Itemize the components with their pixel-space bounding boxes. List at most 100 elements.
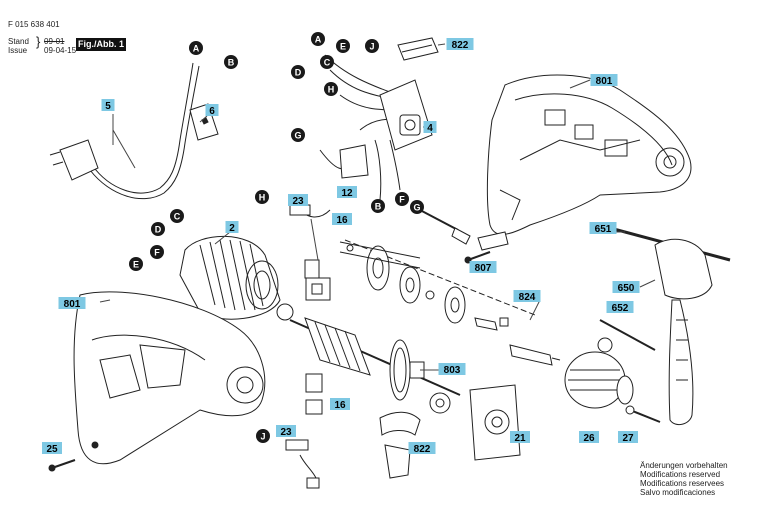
connector-marker-g: G bbox=[410, 200, 424, 214]
screws bbox=[48, 209, 509, 472]
part-label-822: 822 bbox=[446, 38, 474, 51]
part-label-651: 651 bbox=[589, 222, 617, 235]
svg-text:652: 652 bbox=[612, 303, 629, 314]
power-cord bbox=[49, 62, 219, 200]
connector-marker-d: D bbox=[291, 65, 305, 79]
svg-text:16: 16 bbox=[336, 215, 348, 226]
part-label-23: 23 bbox=[276, 425, 296, 438]
note-line-es: Salvo modificaciones bbox=[640, 488, 716, 497]
svg-text:4: 4 bbox=[427, 123, 433, 134]
svg-text:5: 5 bbox=[105, 101, 111, 112]
svg-text:801: 801 bbox=[64, 299, 81, 310]
part-label-16: 16 bbox=[332, 213, 352, 226]
aux-handle bbox=[609, 226, 731, 426]
connector-marker-e: E bbox=[336, 39, 350, 53]
doc-number: F 015 638 401 bbox=[8, 20, 60, 29]
svg-text:801: 801 bbox=[596, 76, 613, 87]
stand-date: 09-01 bbox=[44, 37, 65, 46]
svg-text:A: A bbox=[193, 44, 200, 54]
svg-text:G: G bbox=[413, 203, 420, 213]
connector-marker-h: H bbox=[324, 82, 338, 96]
connector-marker-j: J bbox=[256, 429, 270, 443]
svg-text:822: 822 bbox=[452, 40, 469, 51]
part-label-12: 12 bbox=[337, 186, 357, 199]
svg-text:D: D bbox=[295, 68, 302, 78]
svg-text:12: 12 bbox=[341, 188, 353, 199]
svg-text:6: 6 bbox=[209, 106, 215, 117]
brush-plate bbox=[379, 384, 521, 479]
svg-text:H: H bbox=[259, 193, 266, 203]
housing-half-left bbox=[73, 291, 266, 465]
svg-text:25: 25 bbox=[46, 444, 58, 455]
svg-text:E: E bbox=[133, 260, 139, 270]
stand-label: Stand bbox=[8, 37, 29, 46]
figure-label: Fig./Abb. 1 bbox=[76, 38, 126, 51]
brush-holders bbox=[285, 204, 331, 489]
svg-text:J: J bbox=[369, 42, 374, 52]
part-label-21: 21 bbox=[510, 431, 530, 444]
connector-marker-c: C bbox=[320, 55, 334, 69]
part-label-824: 824 bbox=[513, 290, 541, 303]
note-line-de: Änderungen vorbehalten bbox=[640, 461, 728, 470]
part-label-5: 5 bbox=[101, 99, 115, 112]
part-label-652: 652 bbox=[606, 301, 634, 314]
connector-marker-c: C bbox=[170, 209, 184, 223]
svg-text:650: 650 bbox=[618, 283, 635, 294]
note-line-en: Modifications reserved bbox=[640, 470, 721, 479]
svg-text:J: J bbox=[260, 432, 265, 442]
svg-text:27: 27 bbox=[622, 433, 634, 444]
svg-text:F: F bbox=[399, 195, 405, 205]
part-label-16: 16 bbox=[330, 398, 350, 411]
part-labels: 5 6 822 801 4 12 2 23 16 651 807 824 650 652 801 803 16 2… bbox=[42, 38, 640, 455]
part-label-801: 801 bbox=[58, 297, 86, 310]
part-label-822: 822 bbox=[408, 442, 436, 455]
housing-half-right bbox=[486, 74, 692, 235]
chuck bbox=[564, 319, 661, 423]
svg-text:G: G bbox=[294, 131, 301, 141]
svg-text:A: A bbox=[315, 35, 322, 45]
part-label-807: 807 bbox=[469, 261, 497, 274]
svg-text:16: 16 bbox=[334, 400, 346, 411]
issue-date: 09-04-15 bbox=[44, 46, 77, 55]
svg-text:824: 824 bbox=[519, 292, 536, 303]
issue-label: Issue bbox=[8, 46, 28, 55]
connector-marker-a: A bbox=[311, 32, 325, 46]
svg-text:B: B bbox=[228, 58, 235, 68]
svg-text:651: 651 bbox=[595, 224, 612, 235]
svg-text:2: 2 bbox=[229, 223, 235, 234]
svg-text:807: 807 bbox=[475, 263, 492, 274]
connector-marker-d: D bbox=[151, 222, 165, 236]
svg-text:21: 21 bbox=[514, 433, 526, 444]
svg-text:C: C bbox=[174, 212, 181, 222]
part-label-803: 803 bbox=[438, 363, 466, 376]
gear-train bbox=[339, 239, 561, 366]
part-label-27: 27 bbox=[618, 431, 638, 444]
svg-text:822: 822 bbox=[414, 444, 431, 455]
part-label-801: 801 bbox=[590, 74, 618, 87]
svg-text:D: D bbox=[155, 225, 162, 235]
part-label-25: 25 bbox=[42, 442, 62, 455]
svg-text:23: 23 bbox=[292, 196, 304, 207]
part-label-26: 26 bbox=[579, 431, 599, 444]
part-label-23: 23 bbox=[288, 194, 308, 207]
connector-marker-b: B bbox=[224, 55, 238, 69]
connector-marker-e: E bbox=[129, 257, 143, 271]
svg-text:H: H bbox=[328, 85, 335, 95]
note-line-fr: Modifications reservees bbox=[640, 479, 725, 488]
svg-text:F: F bbox=[154, 248, 160, 258]
field-coil bbox=[179, 235, 281, 320]
part-label-4: 4 bbox=[423, 121, 437, 134]
connector-marker-g: G bbox=[291, 128, 305, 142]
connector-marker-f: F bbox=[395, 192, 409, 206]
svg-text:C: C bbox=[324, 58, 331, 68]
svg-text:803: 803 bbox=[444, 365, 461, 376]
part-label-2: 2 bbox=[225, 221, 239, 234]
connector-marker-b: B bbox=[371, 199, 385, 213]
svg-text:E: E bbox=[340, 42, 346, 52]
connector-marker-a: A bbox=[189, 41, 203, 55]
connector-marker-j: J bbox=[365, 39, 379, 53]
armature bbox=[276, 303, 461, 414]
connector-marker-h: H bbox=[255, 190, 269, 204]
